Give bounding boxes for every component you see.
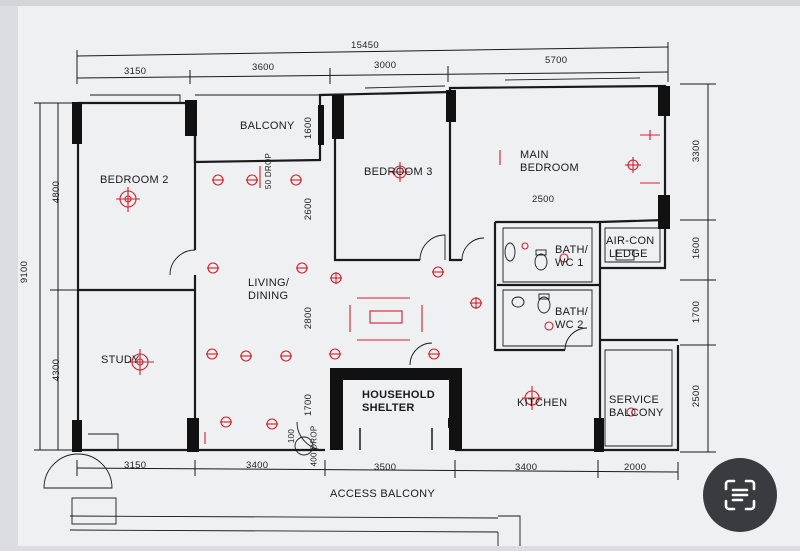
room-access-balcony: ACCESS BALCONY	[330, 488, 436, 500]
living-lower-dim: 2800	[303, 306, 315, 330]
room-service-line2: BALCONY	[609, 407, 664, 419]
light-point-marks	[116, 157, 641, 430]
bath-width-dim: 2500	[532, 194, 555, 205]
bottom-dim-4: 3400	[515, 462, 538, 473]
top-dim-line	[76, 71, 669, 79]
room-aircon-line1: AIR-CON	[606, 235, 655, 247]
room-shelter-line1: HOUSEHOLD	[362, 389, 435, 401]
bottom-dim-3: 3500	[374, 462, 397, 473]
room-main-bedroom-line1: MAIN	[520, 149, 549, 161]
small-dim: 100	[287, 428, 297, 444]
right-dim-3: 1700	[691, 300, 703, 324]
overall-dim-line	[76, 46, 669, 57]
room-balcony: BALCONY	[240, 120, 295, 132]
top-dim-2: 3600	[252, 62, 275, 73]
room-living-line1: LIVING/	[248, 277, 290, 289]
balcony-depth-dim: 1600	[303, 116, 315, 140]
drop-note: 400 DROP	[309, 425, 319, 467]
left-dim-1: 4800	[51, 180, 63, 204]
room-bath1-line2: WC 1	[555, 257, 584, 269]
overall-width-label: 15450	[351, 40, 379, 51]
room-study: STUDY	[101, 354, 140, 366]
right-dim-4: 2500	[691, 384, 703, 408]
room-bath2-line1: BATH/	[555, 306, 589, 318]
bottom-dim-line	[76, 467, 679, 473]
electrical-markup	[116, 130, 660, 444]
room-aircon-line2: LEDGE	[609, 248, 648, 260]
top-dim-4: 5700	[545, 55, 568, 66]
room-kitchen: KITCHEN	[517, 397, 568, 409]
top-dim-3: 3000	[374, 60, 397, 71]
room-main-bedroom-line2: BEDROOM	[520, 162, 579, 174]
fan-and-switch-marks	[204, 130, 660, 444]
fixtures	[294, 242, 635, 456]
left-dim-2: 4300	[51, 358, 63, 382]
right-dim-2: 1600	[691, 236, 703, 260]
bottom-dim-1: 3150	[124, 460, 147, 471]
drop-marker: 50 DROP	[264, 152, 274, 190]
overall-height-label: 9100	[19, 260, 31, 284]
scan-text-icon	[724, 479, 756, 511]
shelter-depth-dim: 1700	[303, 393, 315, 417]
room-bath2-line2: WC 2	[555, 319, 584, 331]
top-dim-1: 3150	[124, 66, 147, 77]
room-service-line1: SERVICE	[609, 394, 660, 406]
right-dim-1: 3300	[691, 139, 703, 163]
bottom-dim-5: 2000	[624, 462, 647, 473]
room-living-line2: DINING	[248, 290, 289, 302]
room-bath1-line1: BATH/	[555, 244, 589, 256]
room-shelter-line2: SHELTER	[362, 402, 415, 414]
room-bedroom-2: BEDROOM 2	[100, 174, 169, 186]
living-upper-dim: 2600	[303, 197, 315, 221]
room-bedroom-3: BEDROOM 3	[364, 166, 433, 178]
scan-text-button[interactable]	[703, 458, 777, 532]
bottom-dim-2: 3400	[246, 460, 269, 471]
